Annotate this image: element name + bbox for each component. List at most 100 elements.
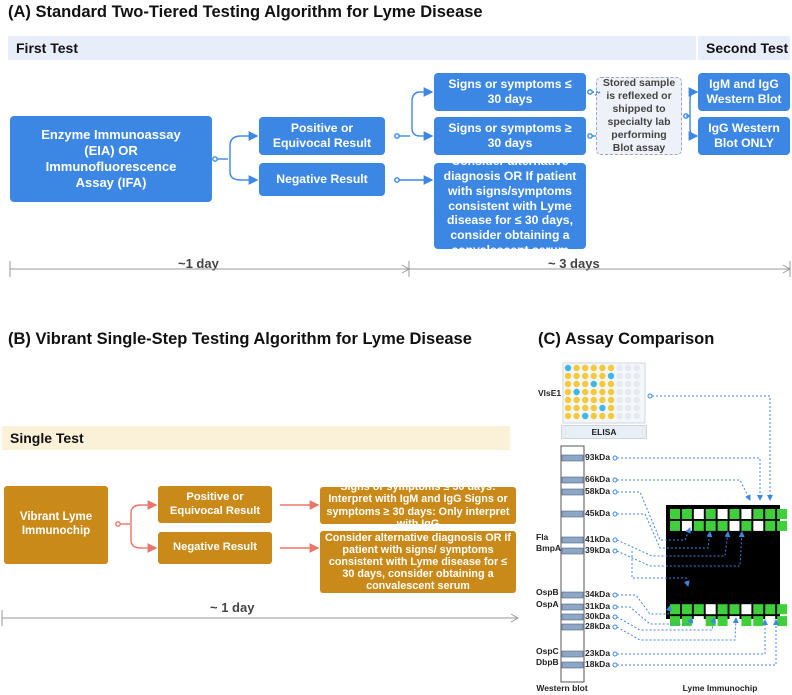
- chip-spot: [753, 616, 764, 627]
- elisa-well: [599, 380, 606, 388]
- chip-spot: [741, 604, 752, 615]
- elisa-well: [625, 396, 632, 404]
- chip-spot: [705, 604, 716, 615]
- elisa-well: [599, 388, 606, 396]
- band-kda-label: 30kDa: [585, 611, 611, 621]
- elisa-well: [590, 388, 597, 396]
- chip-spot: [670, 604, 680, 615]
- elisa-well: [573, 364, 580, 372]
- elisa-well: [625, 412, 632, 420]
- elisa-well: [599, 396, 606, 404]
- elisa-well: [625, 388, 632, 396]
- chip-spot: [777, 616, 788, 627]
- elisa-well: [616, 364, 623, 372]
- elisa-well: [564, 404, 572, 412]
- igm-igg-western-blot-box: IgM and IgG Western Blot: [698, 73, 790, 111]
- elisa-well: [573, 396, 580, 404]
- western-blot-band: [561, 536, 584, 544]
- protein-label: OspB: [536, 587, 559, 597]
- chip-spot: [670, 616, 680, 627]
- chip-spot: [693, 520, 704, 531]
- stored-sample-box: Stored sample is reflexed or shipped to …: [596, 77, 682, 155]
- panel-c-title: (C) Assay Comparison: [538, 330, 715, 348]
- consider-alternative-box: Consider alternative diagnosis OR If pat…: [434, 154, 586, 257]
- elisa-well: [607, 364, 615, 372]
- chip-spot: [741, 616, 752, 627]
- elisa-well: [616, 412, 623, 420]
- first-test-band: First Test: [8, 36, 696, 60]
- b-consider-alternative-box: Consider alternative diagnosis OR If pat…: [320, 531, 516, 593]
- western-blot-band: [561, 613, 584, 621]
- elisa-well: [582, 412, 589, 420]
- chip-spot: [670, 509, 680, 519]
- panel-a-title: (A) Standard Two-Tiered Testing Algorith…: [8, 3, 483, 21]
- elisa-well: [573, 388, 580, 396]
- positive-result-box: Positive or Equivocal Result: [259, 117, 385, 155]
- b-timeline-1-day-label: ~ 1 day: [210, 600, 255, 615]
- negative-result-box: Negative Result: [259, 163, 385, 196]
- panel-b-timeline: [1, 610, 520, 626]
- elisa-well: [633, 364, 640, 372]
- band-kda-label: 93kDa: [585, 452, 611, 462]
- assay-connectors: [612, 393, 779, 668]
- elisa-well: [616, 404, 623, 412]
- chip-spot: [693, 604, 704, 615]
- protein-label: BmpA: [536, 543, 562, 553]
- chip-spot: [765, 509, 776, 519]
- chip-spot: [753, 520, 764, 531]
- band-kda-label: 66kDa: [585, 474, 611, 484]
- elisa-well: [607, 380, 615, 388]
- band-kda-label: 34kDa: [585, 589, 611, 599]
- western-blot-band: [561, 623, 584, 631]
- chip-spot: [705, 520, 716, 531]
- chip-spot: [765, 520, 776, 531]
- lyme-immunochip: [666, 505, 788, 627]
- elisa-well: [633, 404, 640, 412]
- chip-spot: [729, 616, 740, 627]
- elisa-well: [616, 388, 623, 396]
- western-blot-caption: Western blot: [536, 683, 588, 693]
- protein-label: OspA: [536, 599, 559, 609]
- chip-spot: [729, 509, 740, 519]
- elisa-well: [633, 372, 640, 380]
- elisa-well: [625, 364, 632, 372]
- elisa-well: [599, 404, 606, 412]
- interpret-box: Signs or symptoms ≤ 30 days: Interpret w…: [320, 481, 516, 530]
- band-kda-label: 18kDa: [585, 659, 611, 669]
- elisa-well: [616, 372, 623, 380]
- elisa-well: [582, 372, 589, 380]
- chip-spot: [681, 509, 692, 519]
- elisa-well: [573, 404, 580, 412]
- elisa-well: [590, 396, 597, 404]
- chip-spot: [717, 520, 728, 531]
- band-kda-label: 45kDa: [585, 508, 611, 518]
- chip-spot: [705, 616, 716, 627]
- eia-ifa-box: Enzyme Immunoassay (EIA) OR Immunofluore…: [10, 116, 212, 202]
- panel-a-timeline: [9, 261, 792, 277]
- elisa-well: [599, 372, 606, 380]
- chip-spot: [765, 604, 776, 615]
- igg-western-blot-only-box: IgG Western Blot ONLY: [698, 117, 790, 155]
- second-test-band: Second Test: [698, 36, 790, 60]
- elisa-well: [590, 380, 597, 388]
- elisa-well: [573, 412, 580, 420]
- elisa-well: [582, 364, 589, 372]
- timeline-3-days-label: ~ 3 days: [548, 256, 600, 271]
- western-blot-strip: [560, 445, 585, 683]
- elisa-well: [633, 396, 640, 404]
- chip-spot: [729, 604, 740, 615]
- band-kda-label: 28kDa: [585, 621, 611, 631]
- chip-spot: [717, 616, 728, 627]
- protein-label: Fla: [536, 532, 549, 542]
- panel-a-connectors: [212, 87, 699, 185]
- western-blot-band: [561, 603, 584, 611]
- chip-spot: [753, 604, 764, 615]
- chip-spot: [777, 520, 788, 531]
- western-blot-band: [561, 650, 584, 658]
- western-blot-band: [561, 661, 584, 669]
- chip-spot: [717, 604, 728, 615]
- chip-spot: [741, 509, 752, 519]
- chip-spot: [705, 509, 716, 519]
- elisa-well: [616, 396, 623, 404]
